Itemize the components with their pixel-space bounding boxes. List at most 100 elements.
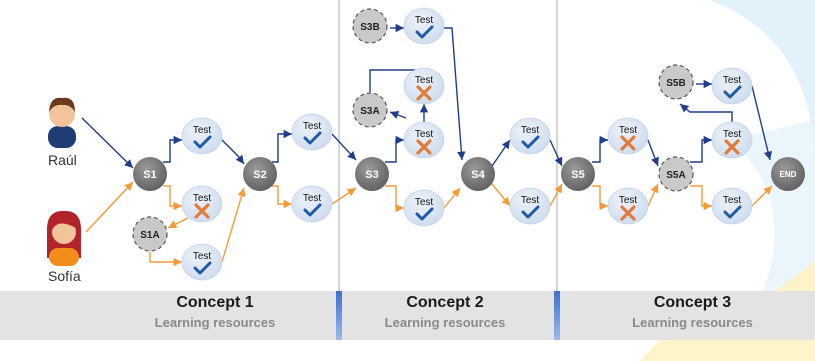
flow-arrow xyxy=(690,135,712,163)
test-node: Test xyxy=(711,67,753,105)
test-label: Test xyxy=(521,125,540,136)
test-node: Test xyxy=(711,121,753,159)
step-label: S4 xyxy=(471,169,485,181)
remedial-node-s1a: S1A xyxy=(132,216,168,252)
cross-icon xyxy=(724,139,740,155)
remedial-node-s5a: S5A xyxy=(658,156,694,192)
checkmark-icon xyxy=(521,135,540,149)
test-label: Test xyxy=(723,195,742,206)
test-node: Test xyxy=(181,243,223,281)
flow-arrow xyxy=(85,181,134,233)
test-label: Test xyxy=(521,195,540,206)
remedial-node-s5b: S5B xyxy=(658,64,694,100)
checkmark-icon xyxy=(521,205,540,219)
flow-arrow xyxy=(491,139,511,167)
flow-arrow xyxy=(81,117,134,169)
flow-arrow xyxy=(385,135,404,163)
test-label: Test xyxy=(303,193,322,204)
concept-3: Concept 3 Learning resources xyxy=(570,292,815,332)
flow-arrow xyxy=(331,133,357,161)
test-node: Test xyxy=(181,117,223,155)
flow-arrow xyxy=(272,129,292,163)
checkmark-icon xyxy=(303,203,322,217)
concept-footer-band xyxy=(0,291,815,340)
flow-arrow xyxy=(549,183,563,207)
person-sofia-avatar xyxy=(46,210,82,266)
test-label: Test xyxy=(193,125,212,136)
test-label: Test xyxy=(723,75,742,86)
checkmark-icon xyxy=(415,25,434,39)
test-label: Test xyxy=(619,195,638,206)
step-node-s4: S4 xyxy=(461,157,495,191)
test-label: Test xyxy=(415,197,434,208)
test-node: Test xyxy=(607,187,649,225)
test-label: Test xyxy=(415,15,434,26)
flow-arrow xyxy=(149,252,182,267)
cross-icon xyxy=(620,205,636,221)
cross-icon xyxy=(416,85,432,101)
step-label: S5 xyxy=(571,169,584,181)
flow-arrow xyxy=(163,135,182,163)
test-node: Test xyxy=(181,185,223,223)
test-label: Test xyxy=(193,251,212,262)
concept-subtitle: Learning resources xyxy=(384,315,506,330)
step-label: S2 xyxy=(253,169,266,181)
step-node-s1: S1 xyxy=(133,157,167,191)
person-name-sofia: Sofía xyxy=(48,268,81,284)
remedial-label: S5A xyxy=(666,170,685,181)
test-node: Test xyxy=(403,189,445,227)
flow-arrow xyxy=(647,183,659,207)
checkmark-icon xyxy=(193,135,212,149)
concept-2: Concept 2 Learning resources xyxy=(340,292,550,332)
concept-1: Concept 1 Learning resources xyxy=(100,292,330,332)
checkmark-icon xyxy=(723,85,742,99)
checkmark-icon xyxy=(415,207,434,221)
cross-icon xyxy=(620,135,636,151)
checkmark-icon xyxy=(723,205,742,219)
flow-arrow xyxy=(385,185,404,213)
flow-arrow xyxy=(690,185,712,211)
end-label: END xyxy=(780,170,797,179)
test-node: Test xyxy=(291,113,333,151)
flow-arrow xyxy=(549,139,563,167)
flow-arrow xyxy=(647,139,659,167)
flow-arrow xyxy=(221,139,245,165)
remedial-label: S1A xyxy=(140,230,159,241)
flow-arrow xyxy=(444,27,466,161)
remedial-label: S3A xyxy=(360,106,379,117)
test-node: Test xyxy=(607,117,649,155)
step-label: S3 xyxy=(365,169,378,181)
person-raul-avatar xyxy=(48,97,76,148)
flow-arrow xyxy=(751,85,773,161)
test-node: Test xyxy=(403,121,445,159)
remedial-node-s3a: S3A xyxy=(352,92,388,128)
cross-icon xyxy=(194,203,210,219)
test-label: Test xyxy=(193,193,212,204)
flow-arrow xyxy=(389,111,407,119)
person-name-raul: Raúl xyxy=(48,152,77,168)
test-label: Test xyxy=(415,75,434,86)
checkmark-icon xyxy=(193,261,212,275)
flow-arrow xyxy=(221,187,246,263)
flow-arrow xyxy=(491,183,511,207)
flow-arrow xyxy=(592,185,608,211)
test-label: Test xyxy=(619,125,638,136)
flow-arrow xyxy=(331,187,357,205)
cross-icon xyxy=(416,139,432,155)
end-node: END xyxy=(771,157,805,191)
test-label: Test xyxy=(415,129,434,140)
flow-arrow xyxy=(751,185,773,207)
footer-divider xyxy=(336,291,342,340)
step-node-s5: S5 xyxy=(561,157,595,191)
test-node: Test xyxy=(403,7,445,45)
test-label: Test xyxy=(723,129,742,140)
test-node: Test xyxy=(509,187,551,225)
step-node-s3: S3 xyxy=(355,157,389,191)
flow-arrow xyxy=(272,185,292,209)
remedial-node-s3b: S3B xyxy=(352,8,388,44)
concept-subtitle: Learning resources xyxy=(154,315,276,330)
remedial-label: S5B xyxy=(666,78,685,89)
flow-arrow xyxy=(592,135,608,163)
